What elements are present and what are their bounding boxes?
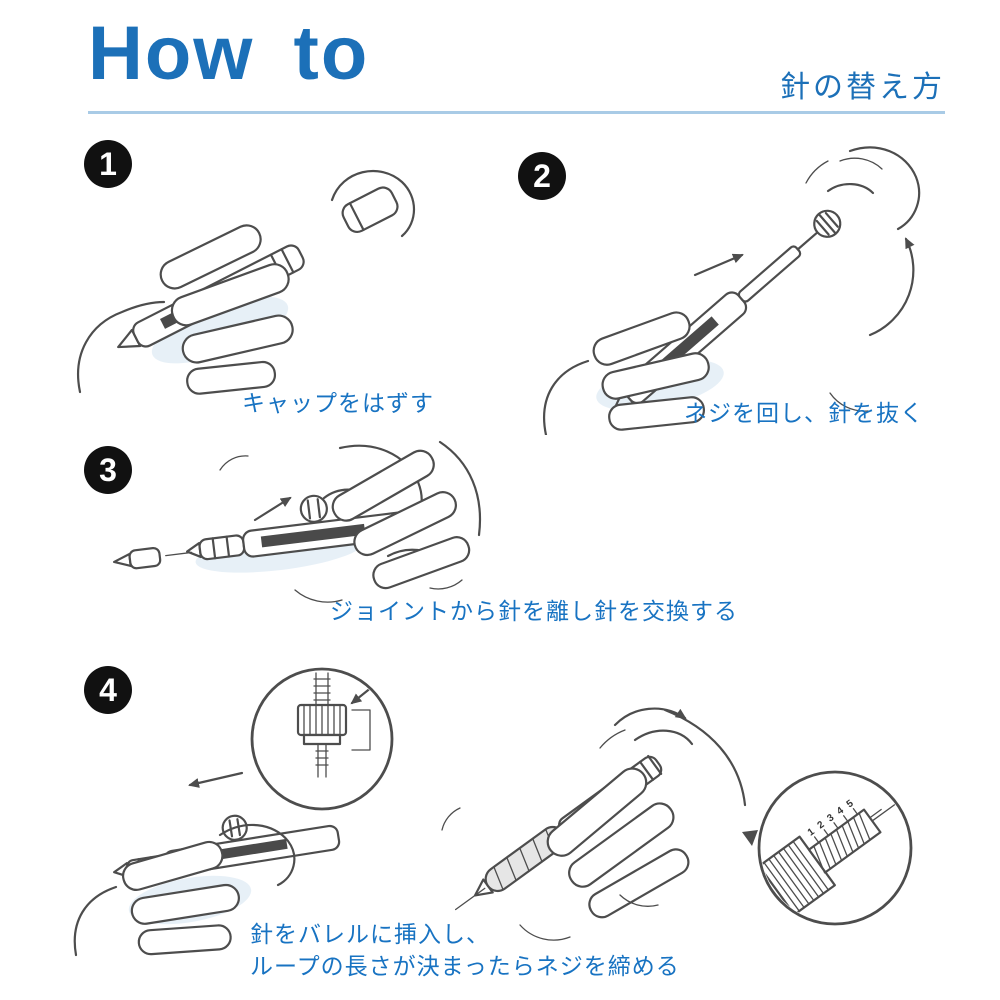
loosen-arrow (188, 771, 244, 788)
holding-hand (73, 823, 296, 957)
step-2-badge: 2 (518, 152, 566, 200)
magnifier-circle (250, 667, 394, 811)
step-2-number: 2 (533, 157, 551, 194)
pinching-fingers (826, 146, 921, 231)
holding-hand (543, 311, 710, 435)
step-3-illustration (113, 440, 481, 603)
scale-number: 4 (835, 805, 846, 817)
needle (871, 801, 899, 822)
step-3-badge: 3 (84, 446, 132, 494)
step-1-number: 1 (99, 145, 117, 182)
step-4-right-illustration: 1 2 3 4 5 (441, 707, 913, 941)
step-4-left-illustration (73, 667, 394, 957)
step-4-number: 4 (99, 671, 117, 708)
holding-hand (77, 224, 294, 395)
page-title: How to (88, 11, 370, 96)
scale-number: 3 (825, 812, 836, 824)
rotation-arrows (599, 707, 687, 749)
step-4-badge: 4 (84, 666, 132, 714)
step-4-caption-line-2: ループの長さが決まったらネジを締める (250, 953, 680, 979)
magnifier-circle: 1 2 3 4 5 (742, 770, 913, 926)
step-4-caption-line-1: 針をバレルに挿入し、 (250, 921, 490, 947)
joint-piece (113, 546, 193, 570)
scale-number: 5 (845, 798, 856, 810)
step-1-caption: キャップをはずす (242, 390, 434, 416)
scale-number: 1 (806, 826, 817, 838)
holding-hand (546, 708, 747, 919)
step-3-number: 3 (99, 451, 117, 488)
tool-body (185, 494, 413, 561)
step-3-caption: ジョイントから針を離し針を交換する (330, 598, 738, 624)
tighten-arrow (742, 830, 758, 846)
pull-arrow (693, 253, 744, 277)
motion-arcs (219, 455, 463, 603)
step-1-illustration (77, 169, 415, 395)
rotation-arrows (805, 157, 915, 412)
header-divider (88, 111, 945, 114)
cap (330, 169, 415, 238)
step-4-caption: 針をバレルに挿入し、 ループの長さが決まったらネジを締める (250, 918, 680, 982)
motion-arcs (441, 807, 659, 941)
step-2-illustration (543, 146, 921, 435)
needle (454, 887, 486, 911)
holding-hand (331, 440, 481, 590)
scale-number: 2 (816, 819, 827, 831)
unscrew-arrow (253, 496, 292, 522)
step-2-caption: ネジを回し、針を抜く (684, 400, 924, 426)
step-1-badge: 1 (84, 140, 132, 188)
page-subtitle: 針の替え方 (780, 71, 945, 104)
